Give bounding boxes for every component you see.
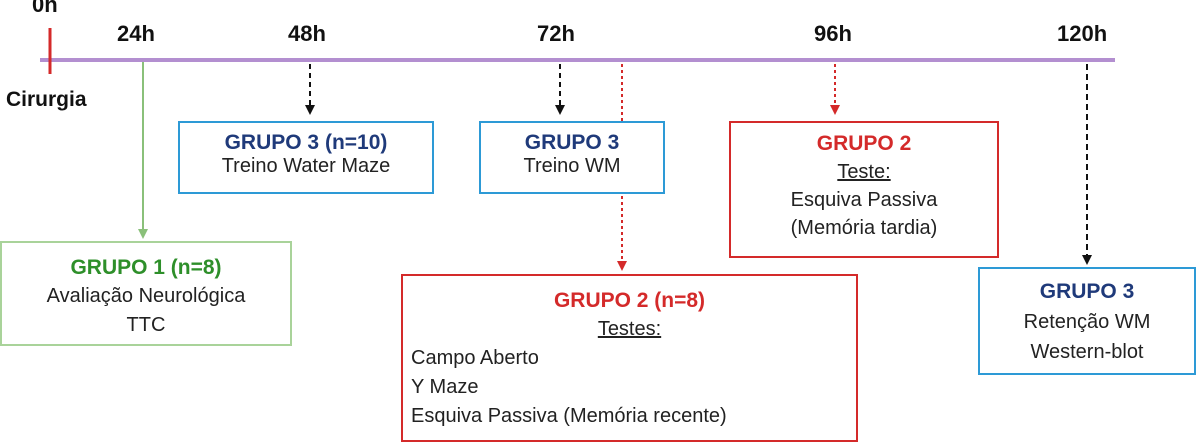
box-line: Retenção WM [1023,311,1151,333]
box-line: (Memória tardia) [790,217,938,239]
box-line: TTC [126,314,166,336]
box-line: Avaliação Neurológica [46,285,246,307]
box-grupo3-72h: GRUPO 3 Treino WM [479,121,665,194]
label-surgery: Cirurgia [6,88,87,111]
box-line: Treino Water Maze [221,155,391,177]
box-grupo2-96h: GRUPO 2 Teste: Esquiva Passiva (Memória … [729,121,999,258]
box-title: GRUPO 3 [1039,280,1135,303]
box-grupo3-120h: GRUPO 3 Retenção WM Western-blot [978,267,1196,375]
box-heading: Teste: [837,161,891,183]
list-item: Y Maze [411,376,479,398]
box-title: GRUPO 2 (n=8) [553,289,706,312]
box-title: GRUPO 2 [816,132,912,155]
label-48h: 48h [288,21,326,46]
box-heading: Testes: [597,318,662,340]
label-24h: 24h [117,21,155,46]
box-line: Treino WM [523,155,621,177]
box-grupo3-48h: GRUPO 3 (n=10) Treino Water Maze [178,121,434,194]
box-line: Esquiva Passiva [790,189,938,211]
label-120h: 120h [1057,21,1108,46]
box-grupo1-24h: GRUPO 1 (n=8) Avaliação Neurológica TTC [0,241,292,346]
label-96h: 96h [814,21,852,46]
label-0h: 0h [32,0,58,17]
box-line: Western-blot [1030,341,1144,363]
box-grupo2-recent: GRUPO 2 (n=8) Testes: Campo Aberto Y Maz… [401,274,858,442]
box-title: GRUPO 3 [524,131,620,154]
list-item: Campo Aberto [411,347,539,369]
box-title: GRUPO 3 (n=10) [224,131,388,154]
box-title: GRUPO 1 (n=8) [70,256,222,279]
list-item: Esquiva Passiva (Memória recente) [411,405,727,427]
label-72h: 72h [537,21,575,46]
